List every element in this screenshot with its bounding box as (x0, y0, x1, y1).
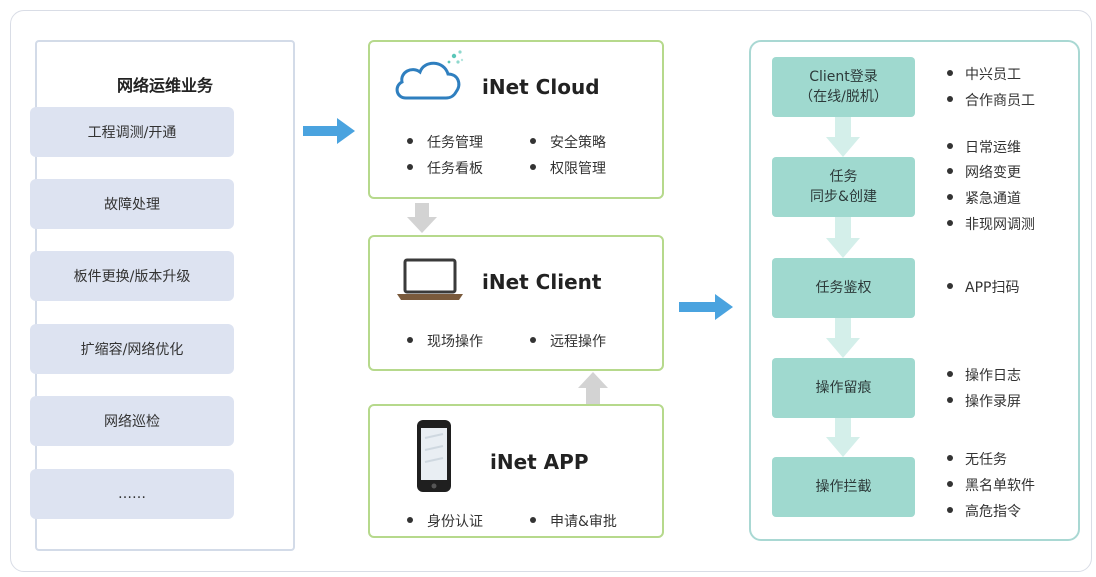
inet-client-title: iNet Client (482, 270, 602, 294)
step-task-sync: 任务 同步&创建 (772, 157, 915, 217)
arrow-right-icon (303, 118, 355, 144)
app-bullet: 身份认证 (407, 511, 483, 531)
arrow-down-icon (826, 418, 860, 457)
arrow-up-icon (578, 372, 608, 404)
trace-bullet: 操作日志 (947, 365, 1021, 385)
intercept-bullet: 黑名单软件 (947, 475, 1035, 495)
task-bullet: 非现网调测 (947, 214, 1035, 234)
cloud-bullet: 安全策略 (530, 132, 606, 152)
ops-item-inspection: 网络巡检 (30, 396, 234, 446)
task-bullet: 网络变更 (947, 162, 1021, 182)
step-line2: 同步&创建 (810, 189, 877, 205)
trace-bullet: 操作录屏 (947, 391, 1021, 411)
task-bullet: 日常运维 (947, 137, 1021, 157)
intercept-bullet: 高危指令 (947, 501, 1021, 521)
cloud-bullet: 任务管理 (407, 132, 483, 152)
arrow-right-icon (679, 294, 733, 320)
arrow-down-icon (407, 203, 437, 233)
laptop-icon (397, 258, 463, 300)
ops-item-fault: 故障处理 (30, 179, 234, 229)
step-trace: 操作留痕 (772, 358, 915, 418)
inet-app-title: iNet APP (490, 450, 589, 474)
phone-icon (417, 420, 451, 492)
task-bullet: 紧急通道 (947, 188, 1021, 208)
cloud-icon (395, 50, 464, 100)
app-bullet: 申请&审批 (530, 511, 617, 531)
cloud-bullet: 权限管理 (530, 158, 606, 178)
inet-cloud-title: iNet Cloud (482, 75, 600, 99)
auth-bullet: APP扫码 (947, 277, 1019, 297)
client-bullet: 远程操作 (530, 331, 606, 351)
ops-item-engineering: 工程调测/开通 (30, 107, 234, 157)
ops-business-title: 网络运维业务 (116, 76, 213, 95)
step-line1: 操作拦截 (815, 479, 872, 495)
intercept-bullet: 无任务 (947, 449, 1007, 469)
step-line1: Client登录 (809, 69, 878, 85)
login-bullet: 合作商员工 (947, 90, 1035, 110)
client-bullet: 现场操作 (407, 331, 483, 351)
ops-item-scale: 扩缩容/网络优化 (30, 324, 234, 374)
step-line1: 任务鉴权 (815, 280, 872, 296)
arrow-down-icon (826, 217, 860, 258)
step-client-login: Client登录 （在线/脱机） (772, 57, 915, 117)
step-line1: 操作留痕 (815, 380, 872, 396)
arrow-down-icon (826, 318, 860, 358)
arrow-down-icon (826, 117, 860, 157)
ops-item-more: …… (30, 469, 234, 519)
ops-item-board-upgrade: 板件更换/版本升级 (30, 251, 234, 301)
login-bullet: 中兴员工 (947, 64, 1021, 84)
cloud-bullet: 任务看板 (407, 158, 483, 178)
step-line2: （在线/脱机） (799, 89, 888, 105)
step-line1: 任务 (829, 169, 858, 185)
step-intercept: 操作拦截 (772, 457, 915, 517)
step-task-auth: 任务鉴权 (772, 258, 915, 318)
